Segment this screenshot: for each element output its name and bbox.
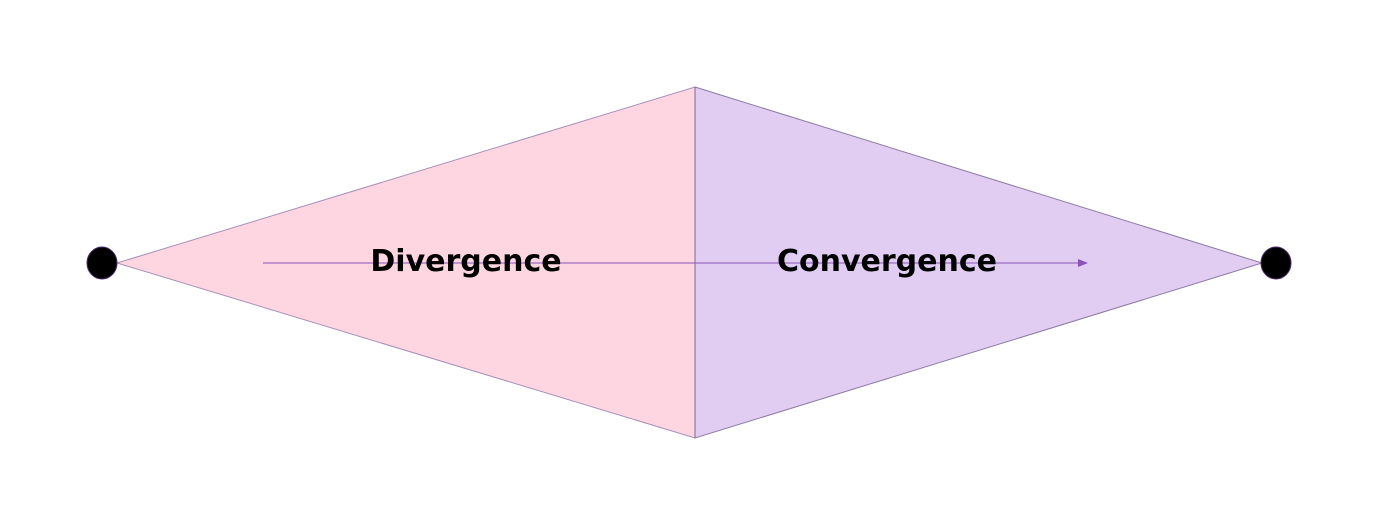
start-point-dot (86, 246, 118, 280)
end-point-dot (1260, 246, 1292, 280)
divergence-label: Divergence (370, 244, 561, 279)
convergence-label: Convergence (777, 244, 997, 279)
